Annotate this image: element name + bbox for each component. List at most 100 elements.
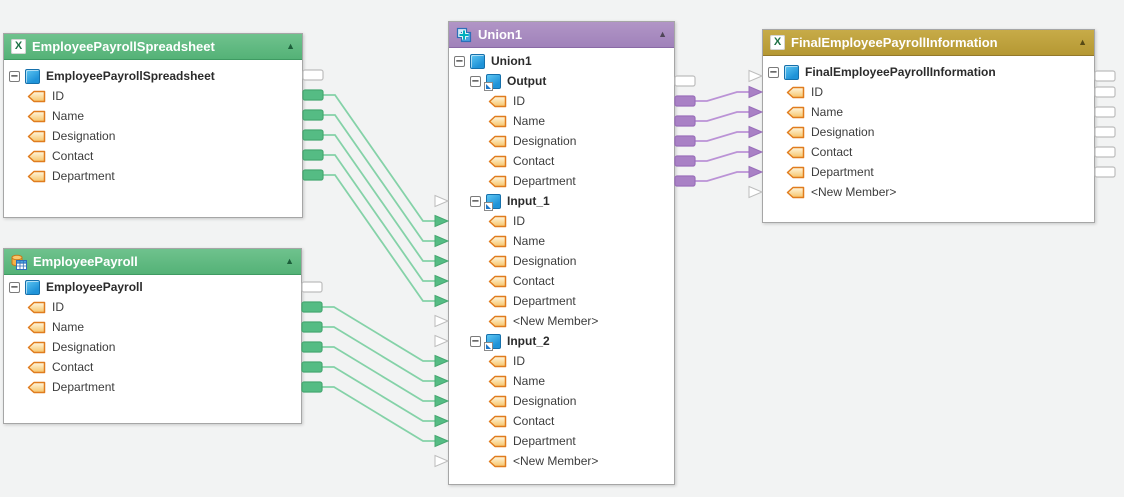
tree-node-input1[interactable]: − Input_1 — [449, 191, 674, 211]
component-header[interactable]: EmployeePayroll ▲ — [4, 249, 301, 275]
connection-line[interactable] — [695, 171, 750, 182]
component-employee-payroll-spreadsheet[interactable]: X EmployeePayrollSpreadsheet ▲ − Employe… — [3, 33, 303, 218]
connection-line[interactable] — [322, 306, 436, 362]
input-port-arrow[interactable] — [434, 434, 450, 448]
tree-node-field[interactable]: Contact — [763, 142, 1094, 162]
input-port-arrow[interactable] — [748, 165, 764, 179]
connection-line[interactable] — [322, 366, 436, 422]
tree-node-field[interactable]: Name — [763, 102, 1094, 122]
unconnected-port-arrow[interactable] — [748, 69, 764, 83]
output-port-stub[interactable] — [302, 109, 324, 121]
output-port-stub[interactable] — [674, 95, 696, 107]
tree-node-input2[interactable]: − Input_2 — [449, 331, 674, 351]
output-port-stub[interactable] — [301, 321, 323, 333]
tree-node-field[interactable]: <New Member> — [449, 451, 674, 471]
tree-node-field[interactable]: Contact — [449, 271, 674, 291]
input-port-arrow[interactable] — [434, 274, 450, 288]
component-employee-payroll[interactable]: EmployeePayroll ▲ − EmployeePayroll ID N… — [3, 248, 302, 424]
component-header[interactable]: Union1 ▲ — [449, 22, 674, 48]
unconnected-port-stub[interactable] — [1094, 146, 1116, 158]
tree-node-field[interactable]: Name — [4, 317, 301, 337]
component-union1[interactable]: Union1 ▲ − Union1 − Output ID Name Desig… — [448, 21, 675, 485]
tree-node-field[interactable]: Name — [449, 231, 674, 251]
input-port-arrow[interactable] — [434, 414, 450, 428]
input-port-arrow[interactable] — [434, 394, 450, 408]
input-port-arrow[interactable] — [748, 125, 764, 139]
unconnected-port-stub[interactable] — [674, 75, 696, 87]
tree-node-field[interactable]: Designation — [449, 391, 674, 411]
collapse-toggle-icon[interactable]: − — [9, 281, 20, 293]
unconnected-port-stub[interactable] — [302, 69, 324, 81]
component-final-employee-payroll-information[interactable]: X FinalEmployeePayrollInformation ▲ − Fi… — [762, 29, 1095, 223]
unconnected-port-arrow[interactable] — [434, 194, 450, 208]
tree-node-field[interactable]: Designation — [4, 126, 302, 146]
connection-line[interactable] — [695, 91, 750, 102]
input-port-arrow[interactable] — [434, 214, 450, 228]
collapse-toggle-icon[interactable]: − — [470, 195, 481, 207]
tree-node-field[interactable]: Department — [763, 162, 1094, 182]
tree-node-field[interactable]: Contact — [449, 151, 674, 171]
tree-node-field[interactable]: Designation — [449, 131, 674, 151]
connection-line[interactable] — [323, 174, 436, 302]
input-port-arrow[interactable] — [434, 294, 450, 308]
tree-node-field[interactable]: Contact — [449, 411, 674, 431]
input-port-arrow[interactable] — [434, 374, 450, 388]
unconnected-port-arrow[interactable] — [434, 334, 450, 348]
component-header[interactable]: X EmployeePayrollSpreadsheet ▲ — [4, 34, 302, 60]
tree-node-root[interactable]: − FinalEmployeePayrollInformation — [763, 62, 1094, 82]
collapse-toggle-icon[interactable]: − — [470, 335, 481, 347]
tree-node-field[interactable]: Department — [4, 166, 302, 186]
input-port-arrow[interactable] — [434, 354, 450, 368]
input-port-arrow[interactable] — [748, 145, 764, 159]
output-port-stub[interactable] — [302, 89, 324, 101]
output-port-stub[interactable] — [674, 175, 696, 187]
tree-node-field[interactable]: Department — [4, 377, 301, 397]
output-port-stub[interactable] — [301, 301, 323, 313]
output-port-stub[interactable] — [301, 381, 323, 393]
connection-line[interactable] — [695, 131, 750, 142]
input-port-arrow[interactable] — [434, 234, 450, 248]
input-port-arrow[interactable] — [434, 254, 450, 268]
tree-node-field[interactable]: Department — [449, 431, 674, 451]
output-port-stub[interactable] — [302, 149, 324, 161]
unconnected-port-stub[interactable] — [1094, 166, 1116, 178]
input-port-arrow[interactable] — [748, 85, 764, 99]
tree-node-field[interactable]: Name — [4, 106, 302, 126]
connection-line[interactable] — [323, 94, 436, 222]
tree-node-field[interactable]: <New Member> — [449, 311, 674, 331]
tree-node-field[interactable]: ID — [4, 86, 302, 106]
tree-node-field[interactable]: ID — [449, 211, 674, 231]
connection-line[interactable] — [323, 154, 436, 282]
collapse-toggle-icon[interactable]: − — [454, 55, 465, 67]
output-port-stub[interactable] — [301, 361, 323, 373]
output-port-stub[interactable] — [301, 341, 323, 353]
tree-node-field[interactable]: Name — [449, 111, 674, 131]
input-port-arrow[interactable] — [748, 105, 764, 119]
output-port-stub[interactable] — [674, 115, 696, 127]
collapse-toggle-icon[interactable]: − — [9, 70, 20, 82]
tree-node-field[interactable]: ID — [449, 351, 674, 371]
connection-line[interactable] — [323, 114, 436, 242]
output-port-stub[interactable] — [302, 129, 324, 141]
collapse-triangle-icon[interactable]: ▲ — [286, 41, 295, 51]
connection-line[interactable] — [322, 346, 436, 402]
tree-node-field[interactable]: Department — [449, 171, 674, 191]
tree-node-field[interactable]: ID — [763, 82, 1094, 102]
tree-node-output[interactable]: − Output — [449, 71, 674, 91]
connection-line[interactable] — [695, 151, 750, 162]
output-port-stub[interactable] — [674, 155, 696, 167]
unconnected-port-arrow[interactable] — [748, 185, 764, 199]
connection-line[interactable] — [695, 111, 750, 122]
connection-line[interactable] — [322, 386, 436, 442]
tree-node-field[interactable]: ID — [4, 297, 301, 317]
collapse-toggle-icon[interactable]: − — [470, 75, 481, 87]
unconnected-port-stub[interactable] — [1094, 70, 1116, 82]
collapse-triangle-icon[interactable]: ▲ — [658, 29, 667, 39]
tree-node-field[interactable]: ID — [449, 91, 674, 111]
output-port-stub[interactable] — [674, 135, 696, 147]
tree-node-field[interactable]: Contact — [4, 357, 301, 377]
tree-node-field[interactable]: Contact — [4, 146, 302, 166]
collapse-triangle-icon[interactable]: ▲ — [285, 256, 294, 266]
unconnected-port-stub[interactable] — [1094, 106, 1116, 118]
tree-node-field[interactable]: Designation — [449, 251, 674, 271]
